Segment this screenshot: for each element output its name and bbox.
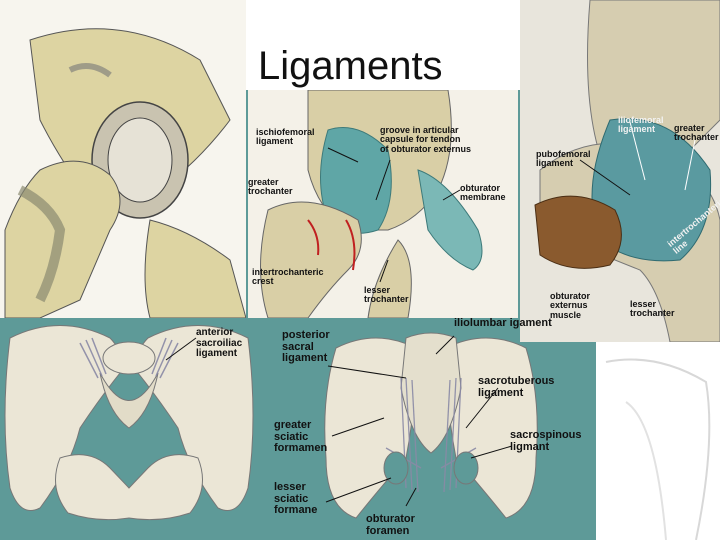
panel-bottom-right-sketch <box>596 342 720 540</box>
label-intertrochanteric-crest: intertrochanteric crest <box>252 267 324 287</box>
panel-posterior-hip: ischiofemoral ligament groove in articul… <box>248 90 518 318</box>
label-ischiofemoral-ligament: ischiofemoral ligament <box>256 127 315 147</box>
slide-title: Ligaments <box>258 44 443 88</box>
label-greater-trochanter-anterior: greater trochanter <box>674 123 719 143</box>
label-greater-trochanter: greater trochanter <box>248 177 293 197</box>
posterior-pelvis-drawing <box>324 332 538 519</box>
panel-anterior-hip: iliofemoral ligament greater trochanter … <box>520 0 720 342</box>
label-posterior-sacral-ligament: posterior sacral ligament <box>282 329 330 365</box>
label-groove-articular-capsule: groove in articular capsule for tendon o… <box>380 125 472 154</box>
label-lesser-trochanter: lesser trochanter <box>364 285 409 305</box>
label-lesser-trochanter-anterior: lesser trochanter <box>630 299 675 319</box>
label-iliolumbar-ligament: iliolumbar igament <box>454 318 552 329</box>
hip-joint-capsule-drawing <box>4 28 246 318</box>
anterior-hip-drawing <box>520 0 720 342</box>
label-lesser-sciatic-foramen: lesser sciatic formane <box>274 481 318 517</box>
anterior-pelvis-drawing <box>4 325 254 521</box>
label-obturator-foramen: obturator foramen <box>366 513 415 537</box>
label-greater-sciatic-foramen: greater sciatic formamen <box>274 419 328 455</box>
label-iliofemoral-ligament: iliofemoral ligament <box>618 115 664 135</box>
label-sacrospinous-ligament: sacrospinous ligmant <box>510 429 582 453</box>
panel-hip-joint-capsule <box>0 0 246 318</box>
posterior-hip-drawing <box>260 90 483 318</box>
title-box <box>246 0 522 90</box>
label-pubofemoral-ligament: pubofemoral ligament <box>536 149 591 169</box>
label-obturator-externus-muscle: obturator externus muscle <box>550 291 590 320</box>
label-anterior-sacroiliac-ligament: anterior sacroiliac ligament <box>196 327 243 359</box>
label-obturator-membrane: obturator membrane <box>460 183 506 203</box>
panel-anterior-pelvis: anterior sacroiliac ligament <box>0 318 258 540</box>
label-sacrotuberous-ligament: sacrotuberous ligament <box>478 375 555 399</box>
panel-posterior-pelvis: posterior sacral ligament iliolumbar iga… <box>266 318 596 540</box>
faint-sketch-drawing <box>605 358 711 540</box>
